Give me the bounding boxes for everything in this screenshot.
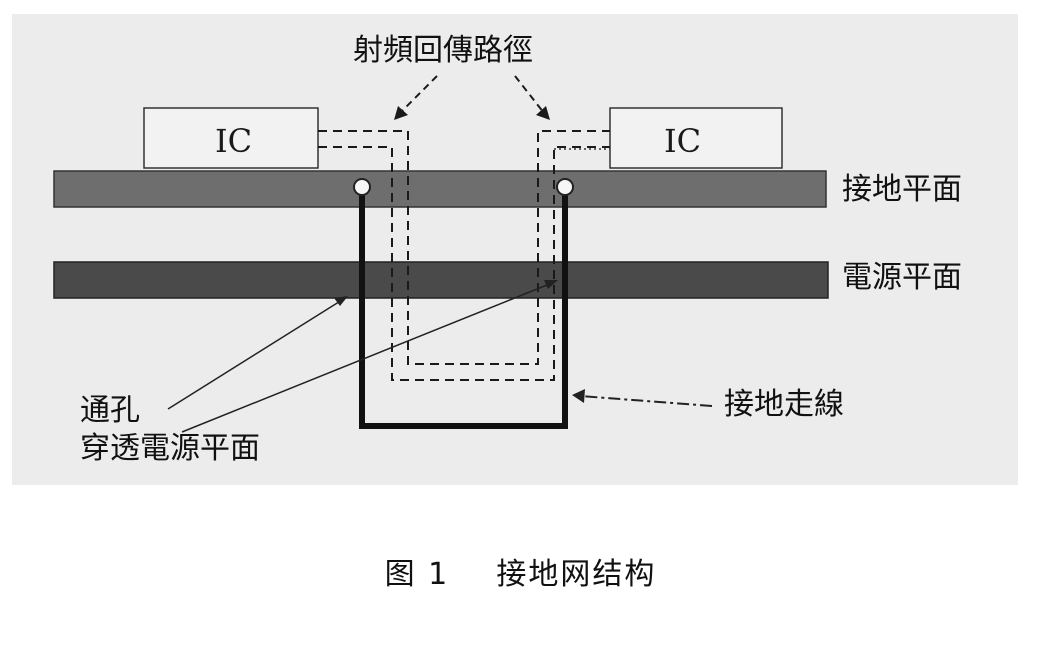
power-plane <box>53 261 829 299</box>
rf-return-path <box>318 130 610 381</box>
via-through-power-label: 穿透電源平面 <box>80 431 260 466</box>
ic-right-label: IC <box>664 122 702 160</box>
diagram-drawing <box>53 75 829 433</box>
ground-plane-label: 接地平面 <box>842 172 962 207</box>
ic-left-label: IC <box>215 122 253 160</box>
figure-title: 接地网结构 <box>496 557 657 592</box>
ic-box-left <box>143 107 319 169</box>
via-label: 通孔 <box>80 393 140 428</box>
rf-return-path-label: 射頻回傳路徑 <box>353 33 533 68</box>
ground-plane <box>53 170 827 208</box>
rf-label-arrows <box>399 75 545 114</box>
power-plane-label: 電源平面 <box>842 260 962 295</box>
arrowhead-via <box>334 296 348 306</box>
via-pointer-arrows <box>167 282 553 433</box>
arrowhead-power <box>544 280 558 289</box>
ground-trace <box>359 194 568 429</box>
diagram-figure: 射頻回傳路徑 IC IC 接地平面 電源平面 通孔 穿透電源平面 接地走線 <box>12 14 1018 485</box>
ic-box-right <box>609 107 783 169</box>
via-right <box>556 178 574 196</box>
via-left <box>353 178 371 196</box>
arrowhead-ground-trace <box>572 389 585 403</box>
arrowhead-left <box>394 106 408 120</box>
arrowhead-right <box>536 106 550 120</box>
figure-caption: 图 1 接地网结构 <box>0 560 1041 590</box>
figure-number: 图 1 <box>384 557 450 592</box>
ground-trace-label: 接地走線 <box>724 387 844 422</box>
ground-trace-pointer <box>579 395 713 407</box>
